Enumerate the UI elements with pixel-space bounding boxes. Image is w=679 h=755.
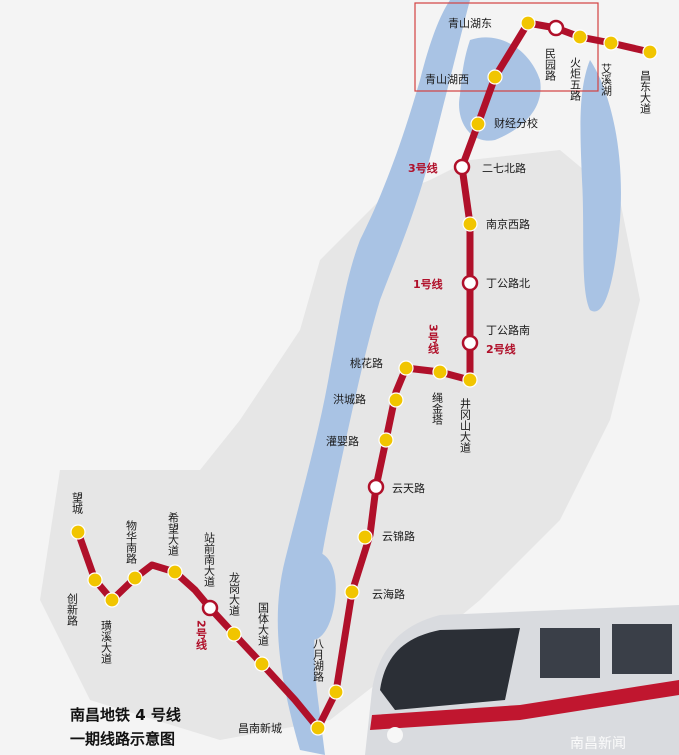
watermark: 南昌新闻 bbox=[570, 736, 626, 752]
station-marker-xiwangdadao[interactable] bbox=[167, 564, 183, 580]
station-label-yunhailu: 云海路 bbox=[372, 587, 405, 601]
highlight-box bbox=[414, 2, 599, 92]
station-marker-yunhailu[interactable] bbox=[344, 584, 360, 600]
station-marker-minyuanlu[interactable] bbox=[547, 19, 565, 37]
train-red-stripe bbox=[370, 680, 679, 730]
station-marker-caijingfenxiao[interactable] bbox=[470, 116, 486, 132]
train-windshield bbox=[380, 628, 520, 710]
station-label-bayuehulu: 八月湖路 bbox=[312, 638, 325, 683]
station-label-qingshanhuxi: 青山湖西 bbox=[425, 73, 469, 86]
station-marker-dinggongbei[interactable] bbox=[461, 274, 479, 292]
station-label-dinggongbei: 丁公路北 bbox=[486, 277, 530, 290]
station-label-changnanxincheng: 昌南新城 bbox=[238, 721, 282, 735]
train-side-window-2 bbox=[612, 624, 672, 674]
station-marker-dinggongnan[interactable] bbox=[461, 334, 479, 352]
station-marker-chuangxinlu[interactable] bbox=[87, 572, 103, 588]
station-marker-huangxidadao[interactable] bbox=[104, 592, 120, 608]
river bbox=[277, 0, 470, 755]
aixi-lake bbox=[580, 60, 621, 312]
station-marker-nanjingxilu[interactable] bbox=[462, 216, 478, 232]
station-label-chuangxinlu: 创新路 bbox=[66, 593, 79, 627]
station-marker-qingshanhuxi[interactable] bbox=[487, 69, 503, 85]
station-label-qingshanhudong: 青山湖东 bbox=[448, 17, 492, 30]
station-label-hongchenglu: 洪城路 bbox=[333, 392, 366, 406]
station-label-changdongdadao: 昌东大道 bbox=[639, 70, 652, 114]
station-label-caijingfenxiao: 财经分校 bbox=[494, 116, 538, 130]
map-title-line1: 南昌地铁 4 号线 bbox=[70, 706, 181, 724]
station-marker-huojuwulu[interactable] bbox=[572, 29, 588, 45]
station-marker-guancuilu[interactable] bbox=[378, 432, 394, 448]
line-tag-3-lower: 3号线 bbox=[427, 324, 440, 354]
station-label-longgangdadao: 龙岗大道 bbox=[228, 572, 241, 616]
station-marker-jinggangshandadao[interactable] bbox=[462, 372, 478, 388]
station-marker-yuntianlu[interactable] bbox=[367, 478, 385, 496]
train-illustration bbox=[365, 605, 679, 755]
station-label-jinggangshandadao: 井冈山大道 bbox=[459, 397, 472, 453]
line-tag-1: 1号线 bbox=[413, 277, 443, 291]
train-side-window bbox=[540, 628, 600, 678]
station-marker-bayuehulu[interactable] bbox=[328, 684, 344, 700]
station-label-taohualu: 桃花路 bbox=[350, 356, 383, 370]
train-headlight bbox=[387, 727, 403, 743]
station-label-xiwangdadao: 希望大道 bbox=[167, 511, 180, 556]
station-marker-qingshanhudong[interactable] bbox=[520, 15, 536, 31]
station-marker-yunjinlu[interactable] bbox=[357, 529, 373, 545]
station-marker-wuhuananlu[interactable] bbox=[127, 570, 143, 586]
station-label-dinggongnan: 丁公路南 bbox=[486, 324, 530, 337]
station-label-yunjinlu: 云锦路 bbox=[382, 529, 415, 543]
station-label-minyuanlu: 民园路 bbox=[544, 48, 557, 82]
station-label-aixihu: 艾溪湖 bbox=[600, 63, 613, 97]
station-label-nanjingxilu: 南京西路 bbox=[486, 217, 530, 231]
station-marker-longgangdadao[interactable] bbox=[226, 626, 242, 642]
station-marker-guotidadao[interactable] bbox=[254, 656, 270, 672]
station-label-wuhuananlu: 物华南路 bbox=[125, 519, 138, 565]
xianghu-lake bbox=[294, 552, 336, 640]
station-marker-changnanxincheng[interactable] bbox=[310, 720, 326, 736]
station-label-yuntianlu: 云天路 bbox=[392, 482, 425, 495]
station-label-wangcheng: 望城 bbox=[71, 492, 84, 514]
line-tag-2-lower: 2号线 bbox=[195, 620, 208, 650]
station-marker-changdongdadao[interactable] bbox=[642, 44, 658, 60]
station-marker-wangcheng[interactable] bbox=[70, 524, 86, 540]
station-marker-shengjinta[interactable] bbox=[432, 364, 448, 380]
line-tag-2-right: 2号线 bbox=[486, 342, 516, 356]
station-label-huangxidadao: 璜溪大道 bbox=[100, 619, 113, 664]
station-marker-zhanqiannandadao[interactable] bbox=[201, 599, 219, 617]
station-marker-hongchenglu[interactable] bbox=[388, 392, 404, 408]
labels-layer: 青山湖东 青山湖西 财经分校 二七北路 南京西路 丁公路北 丁公路南 桃花路 洪… bbox=[66, 17, 652, 735]
station-label-shengjinta: 绳金塔 bbox=[431, 391, 444, 426]
line-tag-3-upper: 3号线 bbox=[408, 161, 438, 175]
map-title-line2: 一期线路示意图 bbox=[70, 730, 175, 748]
station-label-zhanqiannandadao: 站前南大道 bbox=[203, 531, 216, 587]
station-label-erqibeilu: 二七北路 bbox=[482, 162, 526, 175]
stations-layer bbox=[70, 15, 658, 736]
station-marker-aixihu[interactable] bbox=[603, 35, 619, 51]
station-marker-erqibeilu[interactable] bbox=[453, 158, 471, 176]
station-marker-taohualu[interactable] bbox=[398, 360, 414, 376]
station-label-guotidadao: 国体大道 bbox=[257, 602, 270, 646]
station-label-huojuwulu: 火炬五路 bbox=[569, 57, 582, 102]
station-label-guancuilu: 灌婴路 bbox=[326, 435, 359, 448]
